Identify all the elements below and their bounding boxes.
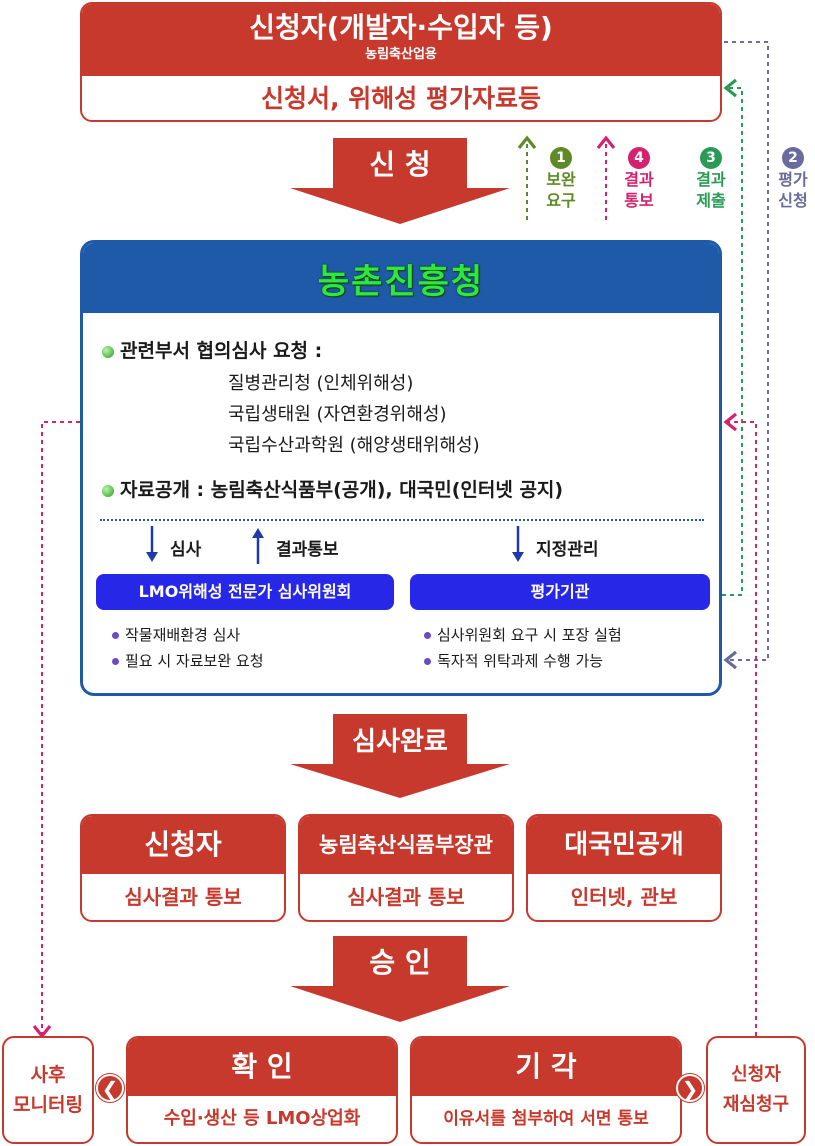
monitoring-box: 사후 모니터링 — [2, 1036, 94, 1144]
apply-arrow: 신 청 — [290, 138, 510, 224]
step-4-number: 4 — [628, 147, 650, 169]
approve-arrow-label: 승 인 — [333, 936, 467, 986]
result-box-title: 대국민공개 — [528, 816, 720, 874]
bullet-icon — [102, 345, 114, 358]
result-submit-line — [714, 78, 743, 596]
confirm-title: 확 인 — [128, 1038, 396, 1096]
right-arrow-icon: ❯ — [676, 1074, 704, 1102]
divider — [100, 519, 704, 521]
agency-item-2: 독자적 위탁과제 수행 가능 — [424, 650, 603, 671]
step-3-number: 3 — [700, 147, 722, 169]
result-box-body: 인터넷, 관보 — [570, 885, 678, 909]
step-3: 3 결과 제출 — [686, 146, 736, 211]
appeal-box: 신청자 재심청구 — [706, 1036, 806, 1144]
reject-title: 기 각 — [412, 1038, 680, 1096]
result-box-body: 심사결과 통보 — [124, 885, 242, 909]
result-box-ministry: 농림축산식품부장관 심사결과 통보 — [298, 814, 514, 922]
left-arrow-icon: ❮ — [96, 1074, 124, 1102]
rda-title: 농촌진흥청 — [317, 261, 485, 302]
confirm-box: 확 인 수입·생산 등 LMO상업화 — [126, 1036, 398, 1144]
result-box-title: 농림축산식품부장관 — [300, 816, 512, 874]
designate-label: 지정관리 — [536, 540, 599, 560]
agency-item-1: 심사위원회 요구 시 포장 실험 — [424, 624, 622, 645]
review-complete-label: 심사완료 — [333, 714, 467, 764]
review-complete-arrow: 심사완료 — [290, 714, 510, 798]
consult-item-3: 국립수산과학원 (해양생태위해성) — [228, 435, 480, 456]
agency-pill: 평가기관 — [410, 574, 710, 610]
step-1: 1 보완 요구 — [536, 146, 586, 211]
committee-item-1: 작물재배환경 심사 — [112, 624, 240, 645]
evaluation-request-line — [723, 41, 769, 670]
applicant-title: 신청자(개발자·수입자 등) — [249, 11, 553, 44]
result-box-applicant: 신청자 심사결과 통보 — [80, 814, 286, 922]
approve-arrow: 승 인 — [290, 936, 510, 1022]
step-2-label: 평가 신청 — [778, 170, 808, 210]
result-up-arrow — [252, 528, 264, 564]
review-down-arrow — [146, 526, 158, 562]
result-box-public: 대국민공개 인터넷, 관보 — [526, 814, 722, 922]
consult-item-1: 질병관리청 (인체위해성) — [228, 373, 414, 394]
step-2: 2 평가 신청 — [768, 146, 815, 211]
consult-item-2: 국립생태원 (자연환경위해성) — [228, 404, 447, 425]
designate-down-arrow — [512, 526, 524, 562]
applicant-subtitle: 농림축산업용 — [365, 47, 437, 62]
confirm-body: 수입·생산 등 LMO상업화 — [163, 1108, 361, 1129]
rda-box: 농촌진흥청 — [80, 240, 722, 696]
rda-header: 농촌진흥청 — [83, 243, 719, 313]
step-1-number: 1 — [550, 147, 572, 169]
applicant-header: 신청자(개발자·수입자 등) 농림축산업용 — [82, 4, 720, 76]
committee-item-2: 필요 시 자료보완 요청 — [112, 650, 264, 671]
step-3-label: 결과 제출 — [696, 170, 726, 210]
review-label: 심사 — [170, 540, 202, 560]
disclosure: 자료공개 : 농림축산식품부(공개), 대국민(인터넷 공지) — [102, 475, 563, 502]
reject-body: 이유서를 첨부하여 서면 통보 — [443, 1109, 649, 1129]
appeal-line — [723, 412, 757, 1036]
bullet-icon — [102, 484, 114, 497]
step-4-label: 결과 통보 — [624, 170, 654, 210]
result-box-title: 신청자 — [82, 816, 284, 874]
consult-label: 관련부서 협의심사 요청 : — [102, 336, 322, 363]
reject-box: 기 각 이유서를 첨부하여 서면 통보 — [410, 1036, 682, 1144]
appeal-label: 신청자 재심청구 — [722, 1064, 790, 1115]
step-1-label: 보완 요구 — [546, 170, 576, 210]
apply-arrow-label: 신 청 — [333, 138, 467, 188]
monitoring-label: 사후 모니터링 — [13, 1064, 83, 1116]
step-4: 4 결과 통보 — [614, 146, 664, 211]
committee-pill: LMO위해성 전문가 심사위원회 — [96, 574, 394, 610]
applicant-body: 신청서, 위해성 평가자료등 — [261, 84, 541, 113]
result-notice-label: 결과통보 — [276, 540, 339, 560]
applicant-box: 신청자(개발자·수입자 등) 농림축산업용 신청서, 위해성 평가자료등 — [80, 2, 722, 122]
result-box-body: 심사결과 통보 — [347, 885, 465, 909]
monitoring-line — [32, 421, 80, 1039]
step-2-number: 2 — [782, 147, 804, 169]
